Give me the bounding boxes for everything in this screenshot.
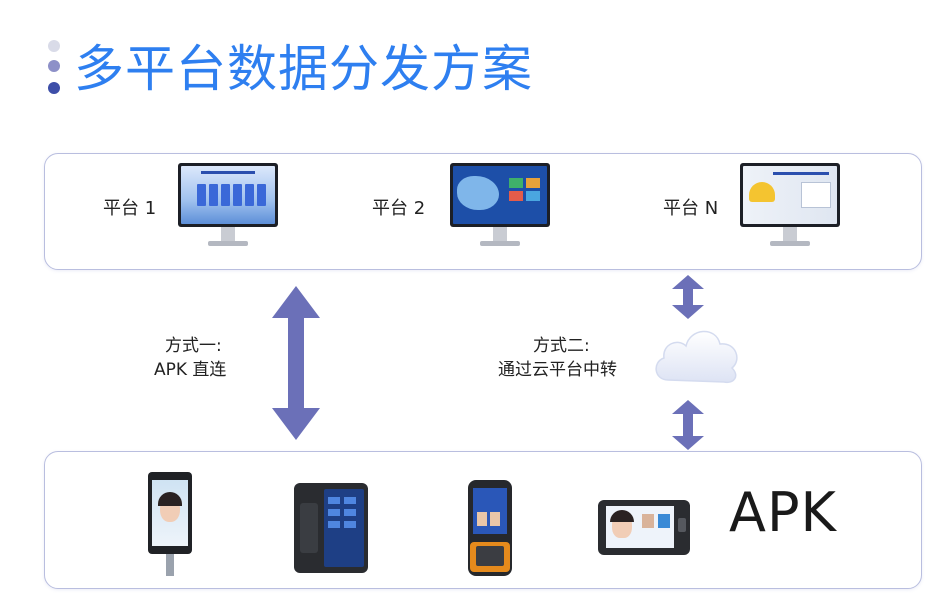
face-recognition-terminal-icon bbox=[148, 472, 192, 576]
platform-1-monitor-icon bbox=[178, 163, 278, 251]
method2-title: 方式二: bbox=[533, 336, 590, 356]
title-bullet-dots-icon bbox=[48, 40, 62, 100]
page-title: 多平台数据分发方案 bbox=[74, 40, 533, 98]
cloud-icon bbox=[655, 330, 738, 384]
handheld-scanner-icon bbox=[468, 480, 512, 576]
method1-desc: APK 直连 bbox=[154, 360, 227, 380]
platform-2-monitor-icon bbox=[450, 163, 550, 251]
method2-upper-double-arrow-icon bbox=[672, 275, 704, 319]
platform-n-label: 平台 N bbox=[663, 198, 719, 219]
rugged-tablet-icon bbox=[598, 500, 690, 555]
platform-2-label: 平台 2 bbox=[372, 198, 426, 219]
platform-1-label: 平台 1 bbox=[103, 198, 157, 219]
rugged-phone-icon bbox=[294, 483, 368, 573]
method2-desc: 通过云平台中转 bbox=[498, 360, 617, 380]
method2-lower-double-arrow-icon bbox=[672, 400, 704, 450]
platform-n-monitor-icon bbox=[740, 163, 840, 251]
method1-title: 方式一: bbox=[165, 336, 222, 356]
apk-label: APK bbox=[729, 481, 837, 544]
method1-double-arrow-icon bbox=[272, 286, 320, 440]
